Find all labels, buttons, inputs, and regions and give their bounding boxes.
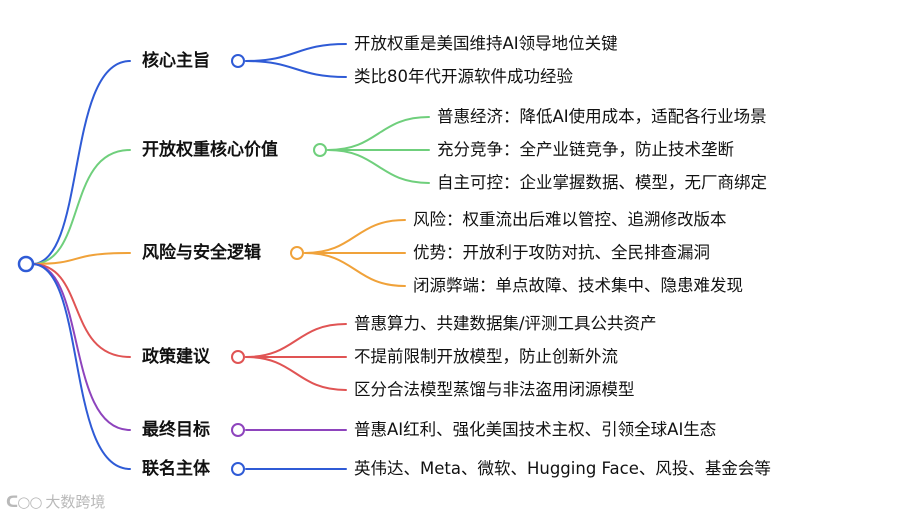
branch-risk-security: 风险与安全逻辑 — [142, 243, 261, 263]
root-link — [31, 263, 131, 470]
leaf-signatories-1: 英伟达、Meta、微软、Hugging Face、风投、基金会等 — [354, 459, 771, 478]
branch-policy: 政策建议 — [142, 347, 210, 367]
leaf-goal-1: 普惠AI红利、强化美国技术主权、引领全球AI生态 — [354, 420, 717, 439]
leaf-policy-2: 不提前限制开放模型，防止创新外流 — [354, 347, 618, 366]
watermark-logo: ᑕ○○ — [6, 493, 42, 511]
leaf-link — [304, 252, 406, 287]
leaf-value-3: 自主可控：企业掌握数据、模型，无厂商绑定 — [437, 173, 767, 192]
leaf-core-2: 类比80年代开源软件成功经验 — [354, 67, 573, 86]
leaf-link — [245, 60, 347, 78]
leaf-link — [304, 219, 406, 254]
leaf-risk-2: 优势：开放利于攻防对抗、全民排查漏洞 — [413, 243, 710, 262]
leaf-link — [245, 43, 347, 62]
root-link — [31, 149, 131, 265]
branch-node-circle[interactable] — [231, 462, 245, 476]
leaf-value-1: 普惠经济：降低AI使用成本，适配各行业场景 — [437, 107, 767, 126]
leaf-risk-1: 风险：权重流出后难以管控、追溯修改版本 — [413, 210, 727, 229]
watermark: ᑕ○○大数跨境 — [6, 491, 105, 512]
leaf-core-1: 开放权重是美国维持AI领导地位关键 — [354, 34, 618, 53]
leaf-link — [327, 116, 430, 151]
branch-core-theme: 核心主旨 — [142, 51, 210, 71]
root-link — [31, 263, 131, 358]
root-link — [31, 252, 131, 265]
branch-node-circle[interactable] — [231, 350, 245, 364]
root-link — [31, 60, 131, 265]
branch-final-goal: 最终目标 — [142, 420, 210, 440]
branch-node-circle[interactable] — [231, 423, 245, 437]
leaf-link — [327, 149, 430, 184]
branch-signatories: 联名主体 — [142, 459, 210, 479]
leaf-risk-3: 闭源弊端：单点故障、技术集中、隐患难发现 — [413, 276, 743, 295]
leaf-policy-1: 普惠算力、共建数据集/评测工具公共资产 — [354, 314, 657, 333]
root-link — [31, 263, 131, 431]
leaf-policy-3: 区分合法模型蒸馏与非法盗用闭源模型 — [354, 380, 635, 399]
leaf-link — [245, 323, 347, 358]
branch-node-circle[interactable] — [313, 143, 327, 157]
watermark-text: 大数跨境 — [45, 493, 106, 511]
leaf-value-2: 充分竞争：全产业链竞争，防止技术垄断 — [437, 140, 734, 159]
branch-core-value: 开放权重核心价值 — [142, 140, 278, 160]
branch-node-circle[interactable] — [290, 246, 304, 260]
leaf-link — [245, 356, 347, 391]
root-node-circle[interactable] — [17, 255, 35, 273]
branch-node-circle[interactable] — [231, 54, 245, 68]
